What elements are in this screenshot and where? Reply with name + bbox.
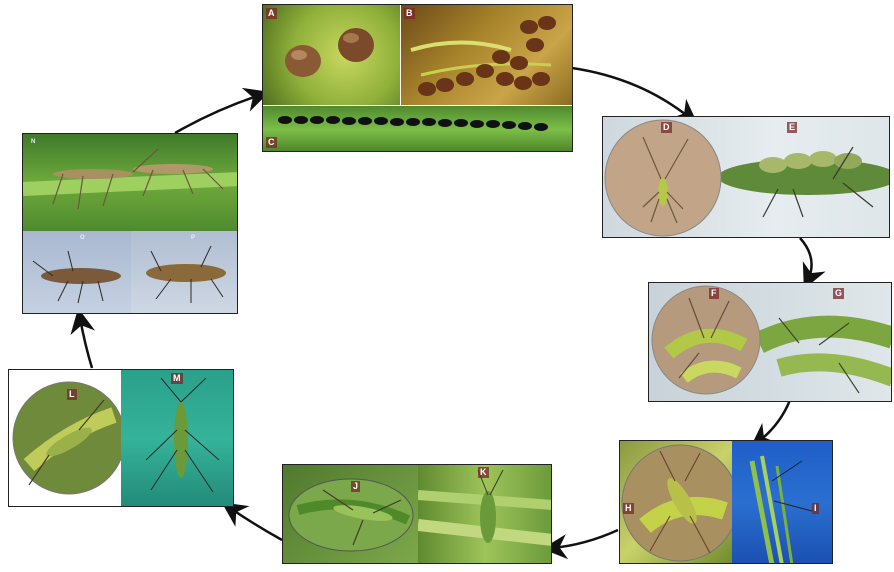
nymph-j-photo: J — [283, 465, 418, 564]
egg-pair-drawing — [263, 5, 400, 105]
arrow-nymph5-to-adult — [80, 318, 92, 368]
adult-mating-photo: N — [23, 134, 238, 231]
egg-row-drawing — [263, 106, 573, 152]
nymph-k-photo: K — [418, 465, 552, 564]
label-e: E — [787, 122, 797, 133]
label-f: F — [709, 288, 719, 299]
adult-p-photo: P — [131, 231, 238, 314]
nymph-de-drawing — [603, 117, 890, 238]
arrow-adult-to-eggs — [175, 95, 260, 133]
label-n: N — [29, 138, 37, 146]
nymph-j-drawing — [283, 465, 418, 564]
label-j: J — [351, 481, 360, 492]
label-k: K — [478, 467, 489, 478]
nymph-l-drawing — [9, 370, 121, 507]
nymph-k-drawing — [418, 465, 552, 564]
eggs-closeup-a: A — [263, 5, 400, 105]
adult-o-photo: O — [23, 231, 131, 314]
nymph-panel-h-i: H I — [619, 440, 833, 564]
nymph-panel-j-k: J K — [282, 464, 552, 564]
label-l: L — [67, 389, 77, 400]
label-c: C — [266, 137, 277, 148]
nymph-h-drawing — [620, 441, 732, 564]
eggs-panel: A B — [262, 4, 573, 152]
nymph-h-photo: H — [620, 441, 732, 564]
adult-o-drawing — [23, 231, 131, 314]
eggs-row-c: C — [263, 106, 573, 152]
nymph-fg-drawing — [649, 283, 892, 402]
adult-mating-drawing — [23, 134, 238, 231]
arrow-nymph3-to-nymph4 — [552, 530, 618, 548]
nymph-i-photo: I — [732, 441, 833, 564]
eggs-closeup-b: B — [401, 5, 573, 105]
adult-p-drawing — [131, 231, 238, 314]
arrow-nymph4-to-nymph5 — [230, 508, 282, 540]
label-b: B — [404, 8, 415, 19]
nymph-m-drawing — [121, 370, 234, 507]
arrow-nymph2-to-nymph3 — [758, 400, 790, 442]
label-o: O — [78, 234, 87, 242]
egg-cluster-drawing — [401, 5, 573, 105]
label-m: M — [171, 373, 183, 384]
label-d: D — [661, 122, 672, 133]
adult-panel-n-o-p: N O P — [22, 133, 238, 314]
arrow-eggs-to-nymph1 — [572, 68, 690, 118]
nymph-panel-f-g: F G — [648, 282, 892, 402]
nymph-l-photo: L — [9, 370, 121, 507]
label-a: A — [266, 8, 277, 19]
arrow-nymph1-to-nymph2 — [800, 238, 812, 280]
nymph-m-photo: M — [121, 370, 234, 507]
label-i: I — [812, 503, 819, 514]
nymph-panel-l-m: L M — [8, 369, 234, 507]
label-h: H — [623, 503, 634, 514]
label-g: G — [833, 288, 844, 299]
nymph-panel-d-e: D E — [602, 116, 890, 238]
label-p: P — [189, 234, 197, 242]
